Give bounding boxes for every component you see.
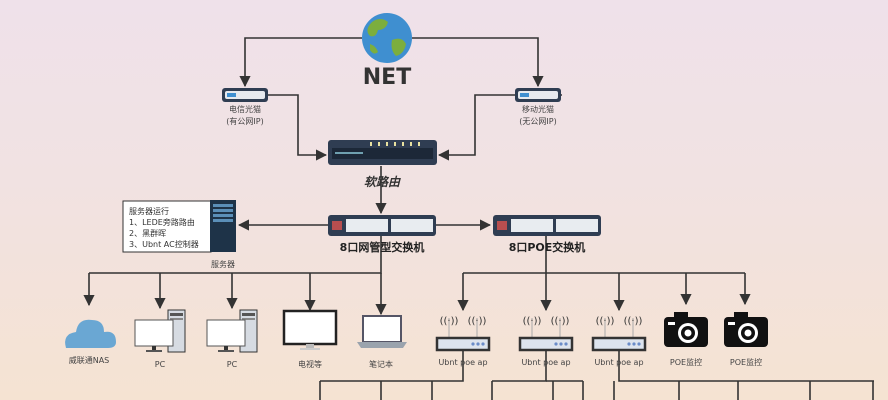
camera-icon (664, 312, 708, 347)
svg-text:笔记本: 笔记本 (369, 359, 393, 369)
modem-telecom: 电信光猫 (有公网IP) (222, 88, 268, 126)
access-point-icon (518, 314, 574, 352)
svg-text:软路由: 软路由 (364, 175, 401, 189)
svg-text:POE监控: POE监控 (730, 357, 762, 367)
net-label: NET (363, 65, 411, 90)
soft-router: 软路由 (328, 140, 437, 189)
desktop-pc-icon (206, 309, 258, 353)
poe-switch: 8口POE交换机 (493, 215, 601, 254)
camera-device: POE监控 (664, 312, 708, 367)
laptop-icon (357, 315, 407, 348)
svg-text:POE监控: POE监控 (670, 357, 702, 367)
pc-device: PC (134, 309, 186, 369)
tv-device: 电视等 (282, 309, 338, 369)
tv-icon (282, 309, 338, 350)
access-point-icon (435, 314, 491, 352)
svg-text:(有公网IP): (有公网IP) (226, 116, 263, 126)
svg-text:(无公网IP): (无公网IP) (519, 117, 556, 126)
svg-text:电信光猫: 电信光猫 (229, 104, 261, 114)
ap-device: Ubnt poe ap (435, 314, 491, 367)
svg-text:2、黑群晖: 2、黑群晖 (129, 228, 166, 238)
managed-switch: 8口网管型交换机 (328, 215, 436, 254)
server-icon (210, 200, 236, 252)
connection-lines (83, 37, 874, 400)
cloud-icon (65, 319, 116, 348)
svg-text:Ubnt poe ap: Ubnt poe ap (594, 358, 643, 367)
svg-text:服务器运行: 服务器运行 (129, 206, 169, 216)
svg-text:3、Ubnt AC控制器: 3、Ubnt AC控制器 (129, 239, 199, 249)
svg-text:PC: PC (227, 360, 238, 369)
svg-text:电视等: 电视等 (298, 359, 322, 369)
nas-device: 威联通NAS (65, 319, 116, 365)
globe-icon (362, 13, 412, 63)
ap-device: Ubnt poe ap (591, 314, 647, 367)
camera-icon (724, 312, 768, 347)
svg-text:威联通NAS: 威联通NAS (69, 355, 110, 365)
svg-text:Ubnt poe ap: Ubnt poe ap (521, 358, 570, 367)
pc-device: PC (206, 309, 258, 369)
modem-mobile: 移动光猫 (无公网IP) (515, 88, 561, 126)
svg-text:PC: PC (155, 360, 166, 369)
camera-device: POE监控 (724, 312, 768, 367)
access-point-icon (591, 314, 647, 352)
server-notes-box: 服务器运行 1、LEDE旁路路由 2、黑群晖 3、Ubnt AC控制器 (122, 200, 212, 253)
laptop-device: 笔记本 (357, 315, 407, 369)
svg-text:移动光猫: 移动光猫 (522, 104, 554, 114)
desktop-pc-icon (134, 309, 186, 353)
ap-device: Ubnt poe ap (518, 314, 574, 367)
svg-text:8口POE交换机: 8口POE交换机 (509, 240, 586, 254)
server-label: 服务器 (211, 259, 235, 269)
svg-text:1、LEDE旁路路由: 1、LEDE旁路路由 (129, 217, 195, 227)
svg-text:8口网管型交换机: 8口网管型交换机 (340, 240, 425, 254)
svg-text:Ubnt poe ap: Ubnt poe ap (438, 358, 487, 367)
